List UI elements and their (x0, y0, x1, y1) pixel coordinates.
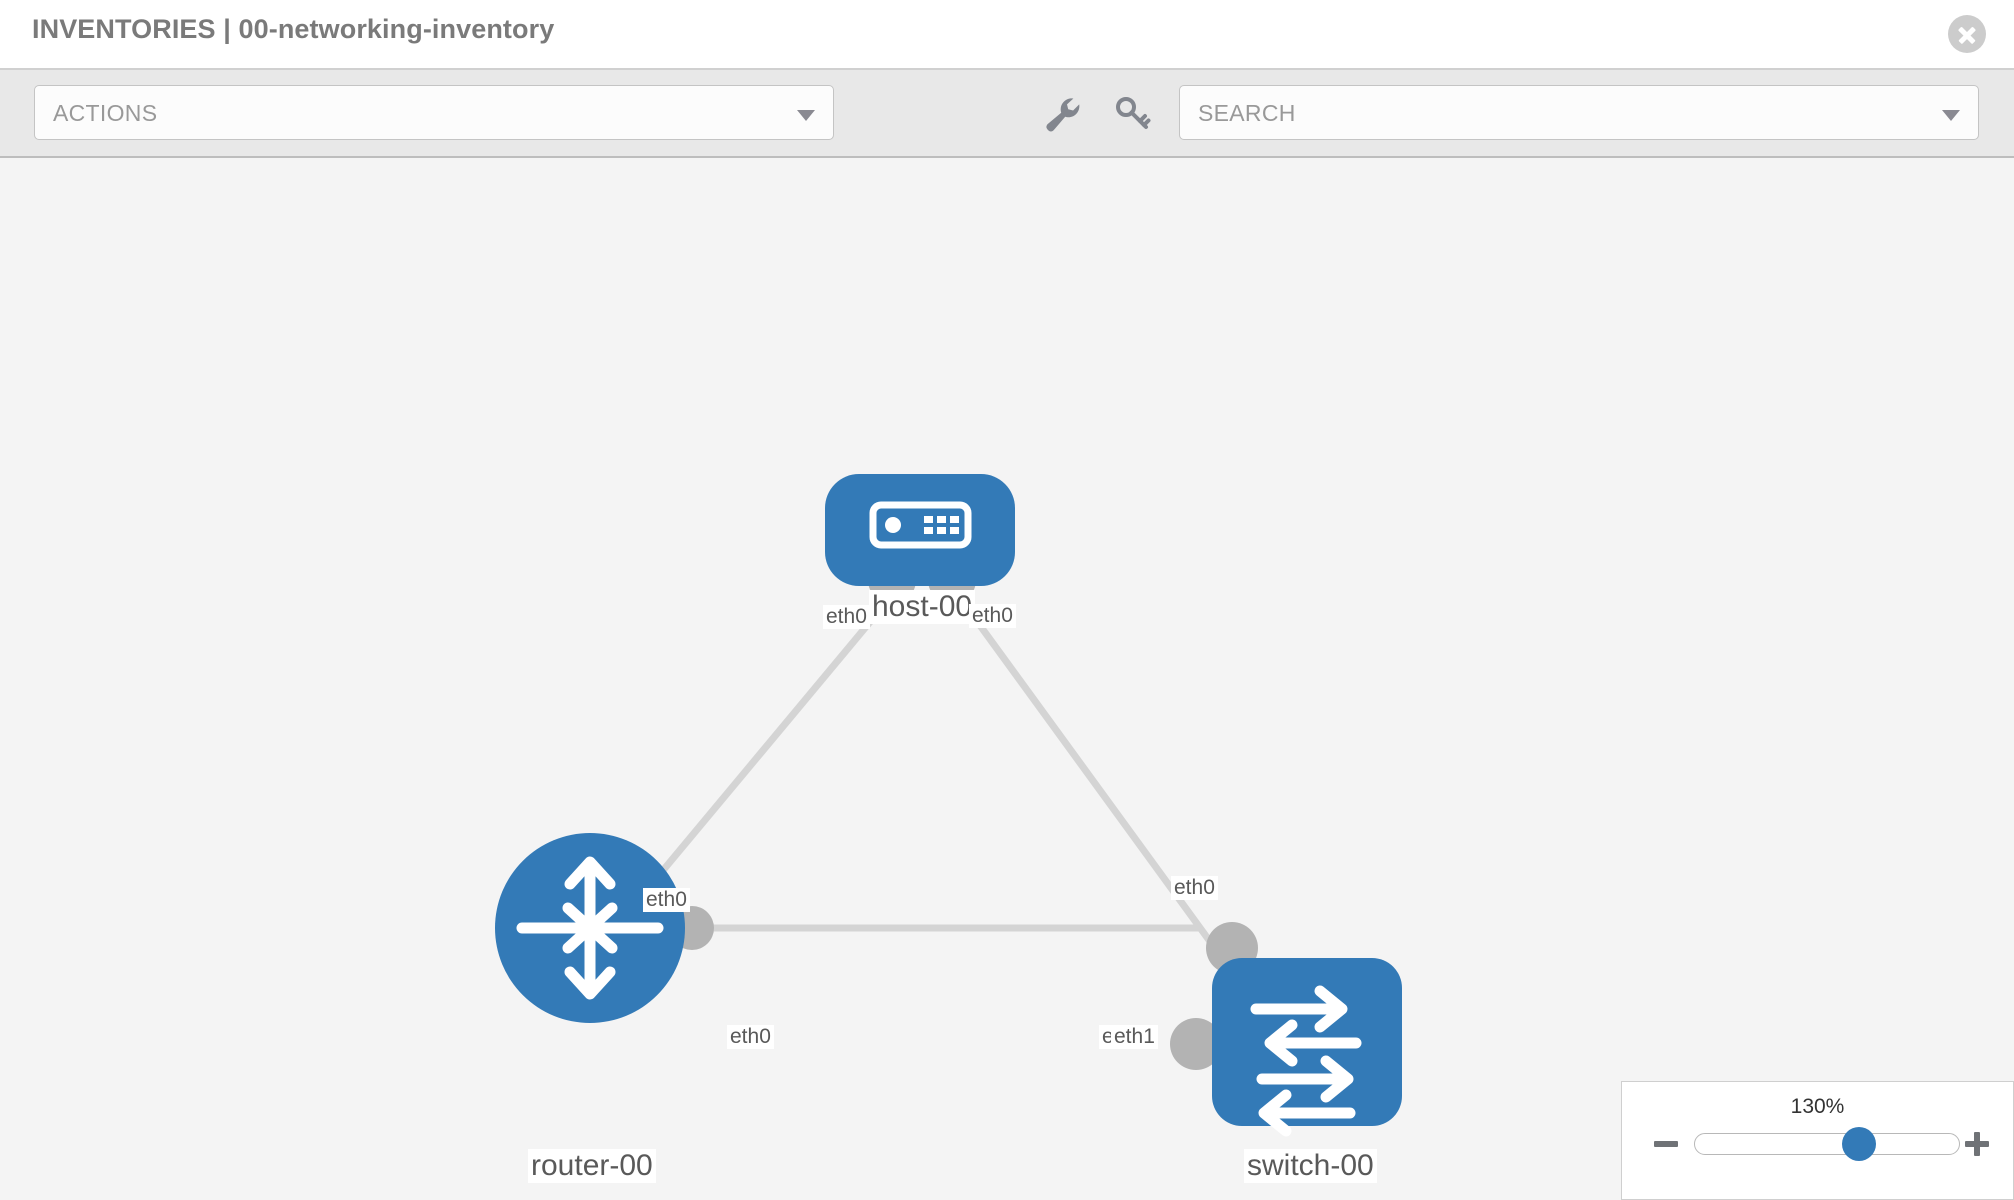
search-input[interactable]: SEARCH (1179, 85, 1979, 140)
connector-switch-left (1170, 1018, 1222, 1070)
chevron-down-icon (1942, 110, 1960, 121)
edge-label-router-host: eth0 (643, 888, 690, 913)
node-label-router-00: router-00 (528, 1149, 656, 1183)
zoom-slider-thumb[interactable] (1841, 1127, 1876, 1161)
chevron-down-icon (797, 110, 815, 121)
actions-dropdown[interactable]: ACTIONS (34, 85, 834, 140)
node-label-host-00: host-00 (869, 590, 976, 624)
zoom-control-panel: 130% (1621, 1081, 2014, 1200)
key-icon[interactable] (1110, 92, 1154, 136)
router-arrows-icon (516, 856, 664, 1000)
port-label-host-left: eth0 (823, 605, 870, 630)
topology-graph (495, 474, 1402, 1137)
wrench-icon[interactable] (1040, 92, 1084, 136)
node-label-switch-00: switch-00 (1244, 1149, 1377, 1183)
port-label-switch-left-b: eth1 (1111, 1025, 1158, 1050)
node-host-00 (825, 474, 1015, 586)
page-header: INVENTORIES | 00-networking-inventory (0, 0, 2014, 70)
node-switch-00 (1212, 958, 1402, 1137)
zoom-slider-track[interactable] (1694, 1133, 1960, 1155)
node-router-00 (495, 833, 685, 1023)
actions-dropdown-label: ACTIONS (53, 100, 158, 126)
port-label-host-right: eth0 (969, 604, 1016, 629)
plus-icon[interactable] (1963, 1130, 1991, 1158)
search-placeholder: SEARCH (1198, 100, 1296, 126)
close-icon[interactable] (1948, 15, 1986, 53)
edge-label-host-switch: eth0 (1171, 876, 1218, 901)
server-icon (869, 501, 972, 549)
zoom-level-label: 130% (1790, 1095, 1845, 1118)
topology-edges (637, 595, 1225, 961)
edge-router-host (637, 595, 893, 901)
toolbar: ACTIONS SEARCH (0, 70, 2014, 158)
edge-host-switch (957, 595, 1225, 961)
topology-canvas[interactable]: eth0 host-00 eth0 eth0 eth0 eth0 eth eth… (0, 158, 2014, 1200)
port-label-router-right: eth0 (727, 1025, 774, 1050)
page-title: INVENTORIES | 00-networking-inventory (32, 14, 555, 44)
switch-arrows-icon (1250, 985, 1362, 1137)
topology-connectors (670, 556, 1258, 1070)
minus-icon[interactable] (1652, 1130, 1680, 1158)
